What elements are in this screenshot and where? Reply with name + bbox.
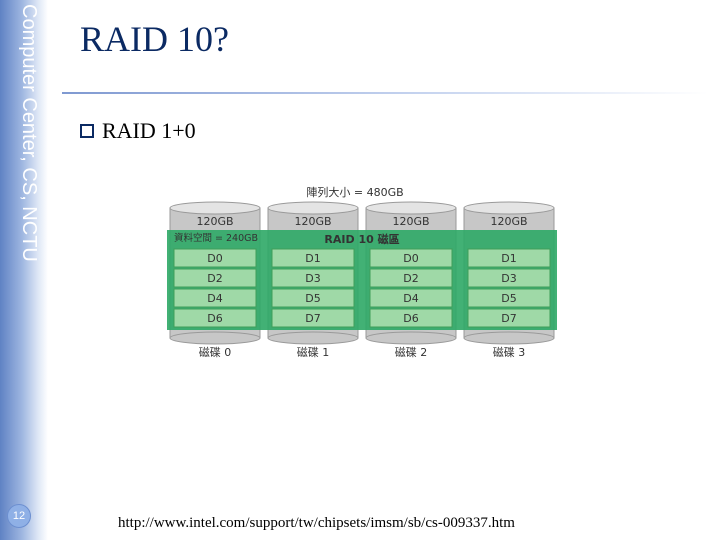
data-block-label: D2: [207, 272, 222, 285]
disk-label: 磁碟 1: [297, 346, 330, 359]
data-block-label: D0: [403, 252, 418, 265]
disk-bottom: [267, 331, 359, 345]
disk-capacity: 120GB: [392, 215, 429, 228]
sidebar: Computer Center, CS, NCTU 12: [0, 0, 48, 540]
data-block-label: D7: [305, 312, 320, 325]
disk-capacity: 120GB: [196, 215, 233, 228]
data-block-label: D0: [207, 252, 222, 265]
disk-bottom: [169, 331, 261, 345]
data-block-label: D6: [207, 312, 222, 325]
data-block-label: D4: [403, 292, 418, 305]
data-block: [467, 268, 551, 288]
disk-label: 磁碟 0: [199, 346, 232, 359]
disk-top: [365, 201, 457, 215]
disk-label: 磁碟 2: [395, 346, 428, 359]
data-block: [467, 248, 551, 268]
disk-top: [267, 201, 359, 215]
data-block-label: D1: [305, 252, 320, 265]
disk-capacity: 120GB: [294, 215, 331, 228]
disk-label: 磁碟 3: [493, 346, 526, 359]
bullet-text: RAID 1+0: [102, 118, 196, 143]
data-block-label: D4: [207, 292, 222, 305]
title-divider: [62, 92, 708, 94]
disk-capacity: 120GB: [490, 215, 527, 228]
page-number: 12: [7, 504, 31, 528]
data-block: [271, 268, 355, 288]
raid-volume-label: RAID 10 磁區: [324, 232, 399, 246]
disk-top: [169, 201, 261, 215]
data-block-label: D5: [305, 292, 320, 305]
data-block: [173, 248, 257, 268]
data-space-label: 資料空間 = 240GB: [174, 232, 258, 244]
disk-bottom: [365, 331, 457, 345]
slide-title: RAID 10?: [80, 19, 229, 59]
raid10-diagram: 陣列大小 = 480GB 120GB 磁碟 0 120GB 磁碟 1 120GB 磁碟 2…: [167, 185, 557, 359]
source-url: http://www.intel.com/support/tw/chipsets…: [118, 515, 515, 531]
data-block-label: D3: [501, 272, 516, 285]
data-block-label: D6: [403, 312, 418, 325]
data-block-label: D5: [501, 292, 516, 305]
disk-top: [463, 201, 555, 215]
data-block-label: D2: [403, 272, 418, 285]
data-block: [369, 288, 453, 308]
data-block-label: D7: [501, 312, 516, 325]
data-block: [369, 308, 453, 328]
data-block: [173, 308, 257, 328]
data-block: [173, 288, 257, 308]
array-size-label: 陣列大小 = 480GB: [306, 185, 403, 199]
sidebar-text: Computer Center, CS, NCTU: [18, 4, 40, 262]
data-block: [271, 308, 355, 328]
data-block-label: D1: [501, 252, 516, 265]
data-block: [271, 248, 355, 268]
checkbox-bullet-icon: [80, 124, 94, 138]
disk-bottom: [463, 331, 555, 345]
data-block: [369, 248, 453, 268]
data-block: [467, 288, 551, 308]
data-block: [271, 288, 355, 308]
data-block-label: D3: [305, 272, 320, 285]
data-block: [369, 268, 453, 288]
bullet-item: RAID 1+0: [80, 118, 196, 144]
data-block: [173, 268, 257, 288]
data-block: [467, 308, 551, 328]
